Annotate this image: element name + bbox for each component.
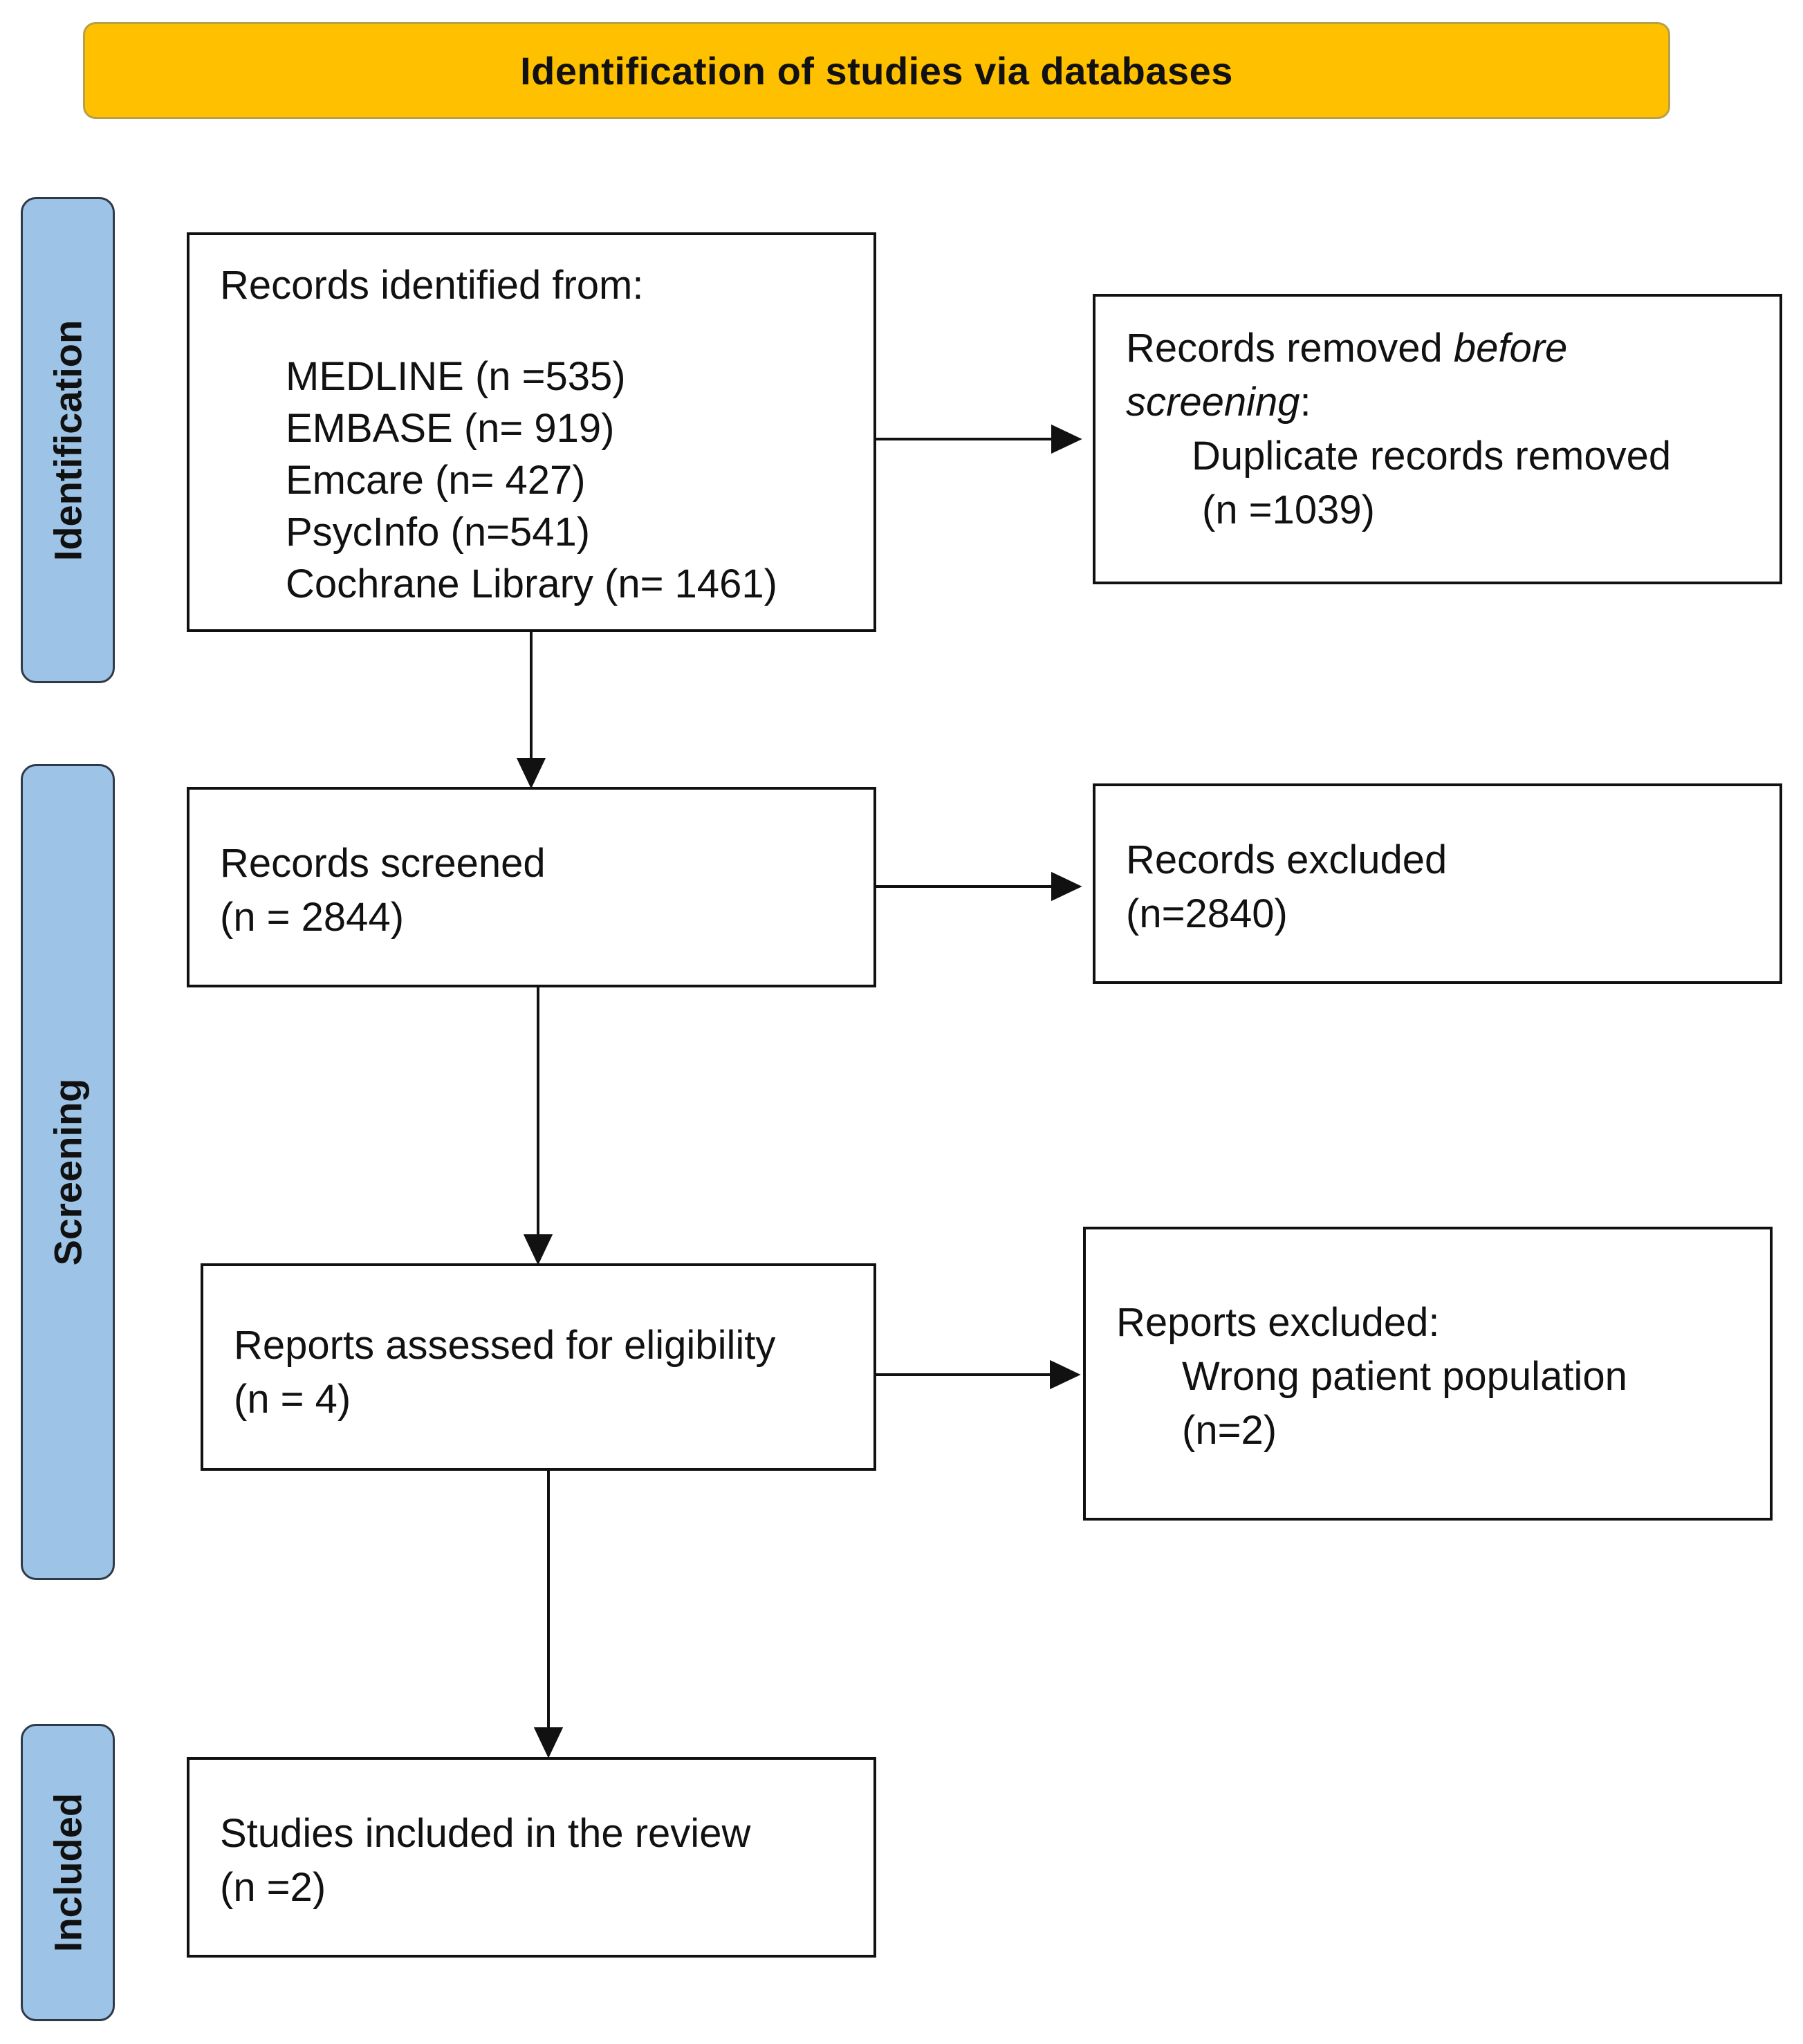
phase-screening-text: Screening (46, 1078, 90, 1266)
arrowhead-identified-to-removed (1051, 424, 1082, 454)
records-removed-before: before (1453, 326, 1568, 371)
phase-identification-text: Identification (46, 319, 90, 561)
database-medline: MEDLINE (n =535) (286, 354, 626, 399)
records-removed-prefix: Records removed (1126, 326, 1454, 371)
duplicates-removed-count: (n =1039) (1202, 487, 1375, 532)
header-banner: Identification of studies via databases (83, 22, 1670, 119)
arrowhead-identified-to-screened (516, 758, 546, 789)
records-removed-box: Records removed before screening: Duplic… (1093, 294, 1782, 584)
reports-excluded-box: Reports excluded: Wrong patient populati… (1083, 1227, 1773, 1521)
studies-included-label: Studies included in the review (220, 1811, 751, 1856)
records-screened-label: Records screened (220, 841, 546, 886)
records-identified-box: Records identified from: MEDLINE (n =535… (187, 232, 876, 632)
records-screened-box: Records screened (n = 2844) (187, 787, 876, 987)
phase-label-included: Included (21, 1724, 115, 2021)
records-removed-line1: Records removed before (1126, 322, 1779, 375)
reports-excluded-label: Reports excluded: (1116, 1300, 1440, 1345)
database-emcare: Emcare (n= 427) (286, 458, 586, 503)
arrowhead-screened-to-assessed (523, 1234, 553, 1265)
records-excluded-label: Records excluded (1126, 837, 1448, 882)
phase-label-identification: Identification (21, 197, 115, 683)
duplicates-removed-label: Duplicate records removed (1192, 434, 1672, 479)
database-cochrane: Cochrane Library (n= 1461) (286, 561, 777, 606)
reports-excluded-reason: Wrong patient population (1182, 1354, 1627, 1399)
reports-excluded-count: (n=2) (1182, 1408, 1277, 1453)
studies-included-box: Studies included in the review (n =2) (187, 1757, 876, 1958)
studies-included-count: (n =2) (220, 1865, 326, 1910)
reports-assessed-box: Reports assessed for eligibility (n = 4) (201, 1263, 876, 1471)
phase-label-screening: Screening (21, 764, 115, 1580)
phase-included-text: Included (46, 1792, 90, 1953)
records-removed-line2: screening: (1126, 375, 1779, 429)
arrowhead-assessed-to-included (533, 1727, 564, 1758)
arrowhead-assessed-to-reports-excluded (1050, 1359, 1081, 1390)
records-removed-colon: : (1300, 380, 1311, 425)
reports-assessed-count: (n = 4) (234, 1377, 351, 1422)
header-title: Identification of studies via databases (520, 48, 1233, 93)
records-excluded-count: (n=2840) (1126, 891, 1288, 936)
database-embase: EMBASE (n= 919) (286, 406, 615, 451)
records-excluded-box: Records excluded (n=2840) (1093, 783, 1782, 984)
records-removed-screening: screening (1126, 380, 1300, 425)
records-identified-heading: Records identified from: (220, 263, 644, 308)
arrowhead-screened-to-excluded (1051, 871, 1082, 902)
database-psycinfo: PsycInfo (n=541) (286, 510, 591, 555)
records-screened-count: (n = 2844) (220, 895, 405, 940)
reports-assessed-label: Reports assessed for eligibility (234, 1323, 776, 1368)
